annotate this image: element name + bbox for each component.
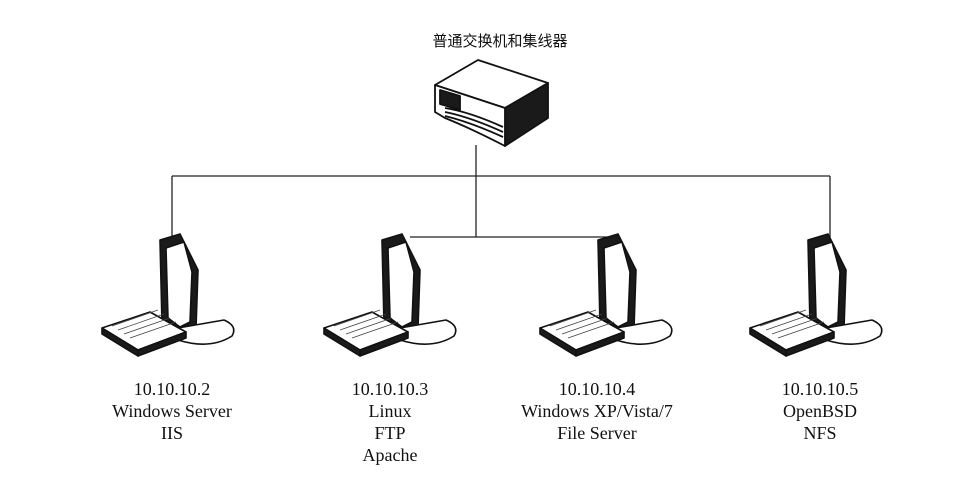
hub-label: 普通交换机和集线器 (432, 32, 568, 50)
host-4-os: OpenBSD (782, 401, 857, 421)
host-1-ip: 10.10.10.2 (133, 379, 211, 399)
host-3-service: File Server (557, 423, 637, 443)
host-4-service: NFS (803, 423, 837, 443)
network-links (171, 145, 831, 238)
host-2-service-apache: Apache (362, 445, 418, 465)
host-3-ip: 10.10.10.4 (558, 379, 636, 399)
host-1-service: IIS (161, 423, 183, 443)
computer-1-icon (101, 233, 235, 357)
computer-3-icon (539, 233, 673, 357)
host-2-service-ftp: FTP (374, 423, 406, 443)
host-1-os: Windows Server (112, 401, 232, 421)
host-1-label: 10.10.10.2 Windows Server IIS (62, 378, 282, 444)
host-2-os: Linux (368, 401, 412, 421)
host-4-label: 10.10.10.5 OpenBSD NFS (710, 378, 930, 444)
host-4-ip: 10.10.10.5 (781, 379, 859, 399)
network-hub-icon (434, 59, 549, 147)
host-3-os: Windows XP/Vista/7 (521, 401, 673, 421)
host-2-label: 10.10.10.3 Linux FTP Apache (280, 378, 500, 466)
host-2-ip: 10.10.10.3 (351, 379, 429, 399)
host-3-label: 10.10.10.4 Windows XP/Vista/7 File Serve… (487, 378, 707, 444)
computer-2-icon (323, 233, 457, 357)
computer-4-icon (749, 233, 883, 357)
